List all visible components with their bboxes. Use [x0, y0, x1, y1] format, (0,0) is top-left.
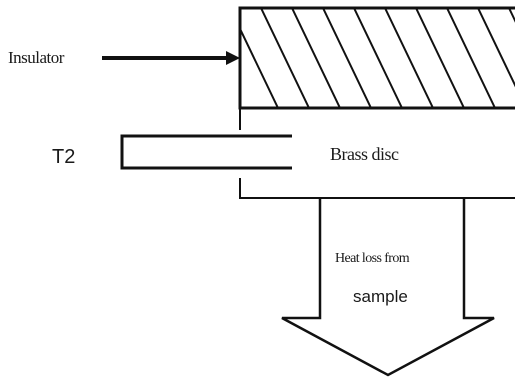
hatch-line — [477, 8, 515, 88]
hatch-line — [240, 26, 279, 108]
hatch-line — [415, 8, 465, 108]
heat-loss-arrow — [281, 198, 495, 377]
insulator-layer — [238, 6, 515, 110]
hatch-line — [446, 8, 496, 108]
insulator-hatching — [240, 8, 515, 108]
brass-disc-outline — [239, 107, 515, 199]
hatch-line — [384, 8, 434, 108]
hatch-line — [291, 8, 341, 108]
hatch-line — [353, 8, 403, 108]
hatch-line — [322, 8, 372, 108]
t2-probe — [120, 134, 292, 170]
hatch-line — [260, 8, 310, 108]
t2-label: T2 — [52, 146, 75, 168]
heat-loss-label-line1: Heat loss from — [335, 251, 410, 266]
insulator-pointer-arrow — [102, 51, 240, 65]
brass-disc — [239, 107, 515, 199]
heat-loss-label-line2: sample — [353, 287, 408, 306]
insulator-label: Insulator — [8, 48, 65, 67]
hatch-line — [508, 8, 515, 23]
brass-disc-label: Brass disc — [330, 144, 399, 164]
